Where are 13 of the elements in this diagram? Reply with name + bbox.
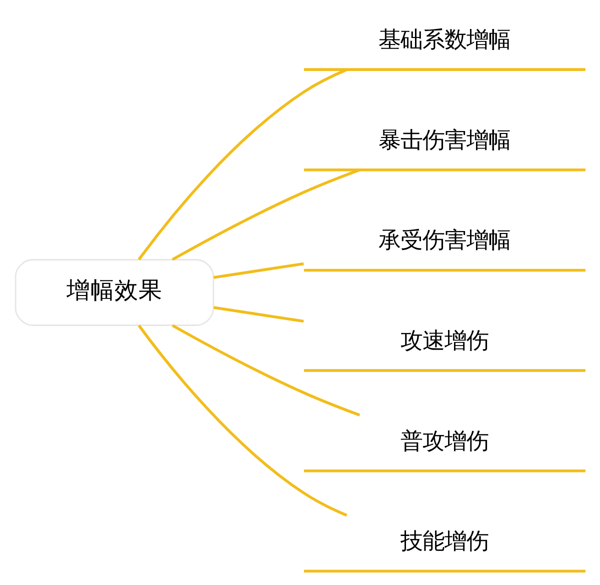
connector xyxy=(137,324,347,517)
connector xyxy=(212,306,304,323)
connector xyxy=(171,168,360,261)
connector xyxy=(137,68,347,260)
node-text: 承受伤害增幅 xyxy=(378,228,510,254)
node-text: 技能增伤 xyxy=(400,528,488,555)
connector xyxy=(212,262,304,279)
node-text: 攻速增伤 xyxy=(400,328,488,354)
node-text: 普攻增伤 xyxy=(400,428,488,454)
node-text: 基础系数增幅 xyxy=(378,27,510,54)
node-box: 增幅效果 xyxy=(14,259,214,326)
node-text: 暴击伤害增幅 xyxy=(378,127,510,154)
connector xyxy=(171,324,360,416)
